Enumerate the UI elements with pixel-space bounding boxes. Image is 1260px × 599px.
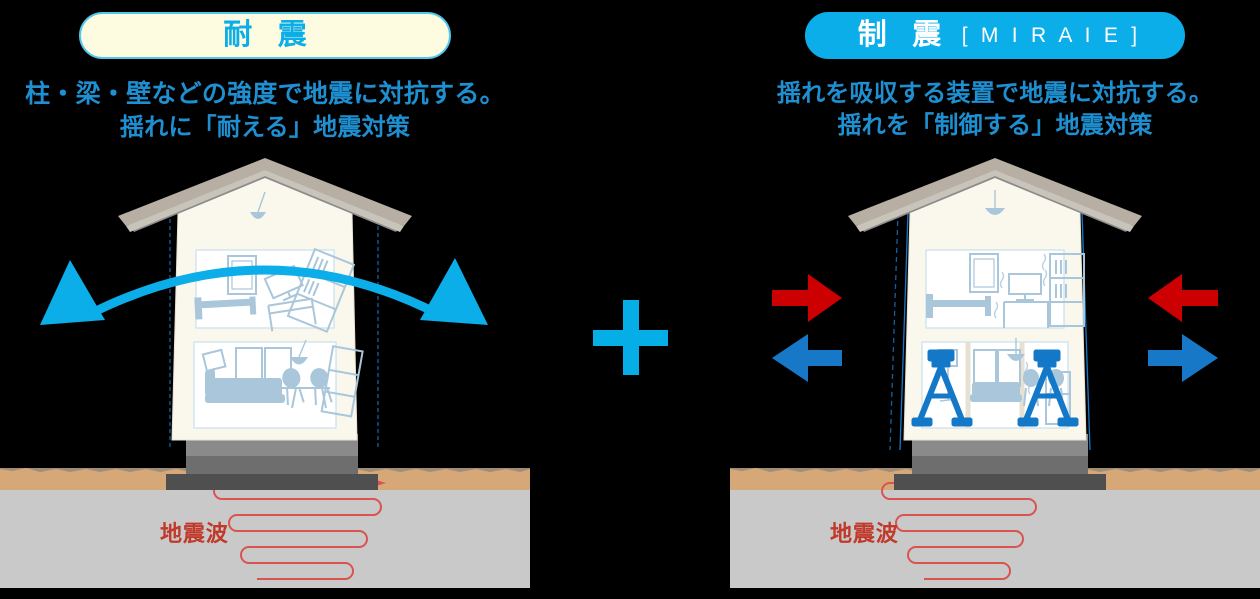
sway-triangle-right [420,258,488,325]
bedrock-layer-left [0,490,530,588]
damper-left [911,349,973,427]
wave-label-right: 地震波 [830,521,899,546]
force-arrows-left [772,274,842,382]
wave-label-left: 地震波 [160,521,229,546]
seishin-caption-line1: 揺れを吸収する装置で地震に対抗する。 [776,80,1214,107]
panel-taishin: 耐 震 柱・梁・壁などの強度で地震に対抗する。 揺れに「耐える」地震対策 地震波 [0,0,530,599]
furniture-upper-right [926,190,1085,451]
vibration-marks-upper [993,253,1048,451]
furniture-lower-left [201,339,364,418]
roof-left [118,158,412,232]
ground-left: 地震波 [0,468,530,588]
taishin-caption-line1: 柱・梁・壁などの強度で地震に対抗する。 [25,80,505,108]
plus-operator [593,300,668,375]
seishin-title-pill: 制 震 [ M I R A I E ] [805,12,1185,59]
force-arrows-right [1148,274,1218,382]
sway-indicator-left [40,258,488,325]
arrow-blue-left [772,334,842,382]
roof-right [848,158,1142,232]
vibration-marks-lower [1023,361,1033,395]
taishin-caption-line2: 揺れに「耐える」地震対策 [119,113,411,141]
seishin-title-brand: [ M I R A I E ] [961,24,1141,47]
arrow-red-right [1148,274,1218,322]
furniture-upper-left [194,191,356,333]
taishin-caption: 柱・梁・壁などの強度で地震に対抗する。 揺れに「耐える」地震対策 [0,78,530,144]
house-illustration-seishin [730,150,1260,500]
house-edge-lines [889,211,1091,451]
seishin-title-text: 制 震 [857,19,950,51]
taishin-title-pill: 耐 震 [79,12,451,59]
bedrock-layer-right [730,490,1260,588]
arrow-red-left [772,274,842,322]
panel-seishin: 制 震 [ M I R A I E ] 揺れを吸収する装置で地震に対抗する。 揺… [730,0,1260,599]
foundation-right [894,434,1106,490]
arrow-blue-right [1148,334,1218,382]
seishin-caption-line2: 揺れを「制御する」地震対策 [837,112,1153,140]
seishin-caption: 揺れを吸収する装置で地震に対抗する。 揺れを「制御する」地震対策 [730,78,1260,142]
sway-triangle-left [40,260,105,325]
foundation-left [166,434,378,490]
house-illustration-taishin [0,150,530,500]
damper-right [1017,349,1079,427]
taishin-title-text: 耐 震 [223,19,316,51]
